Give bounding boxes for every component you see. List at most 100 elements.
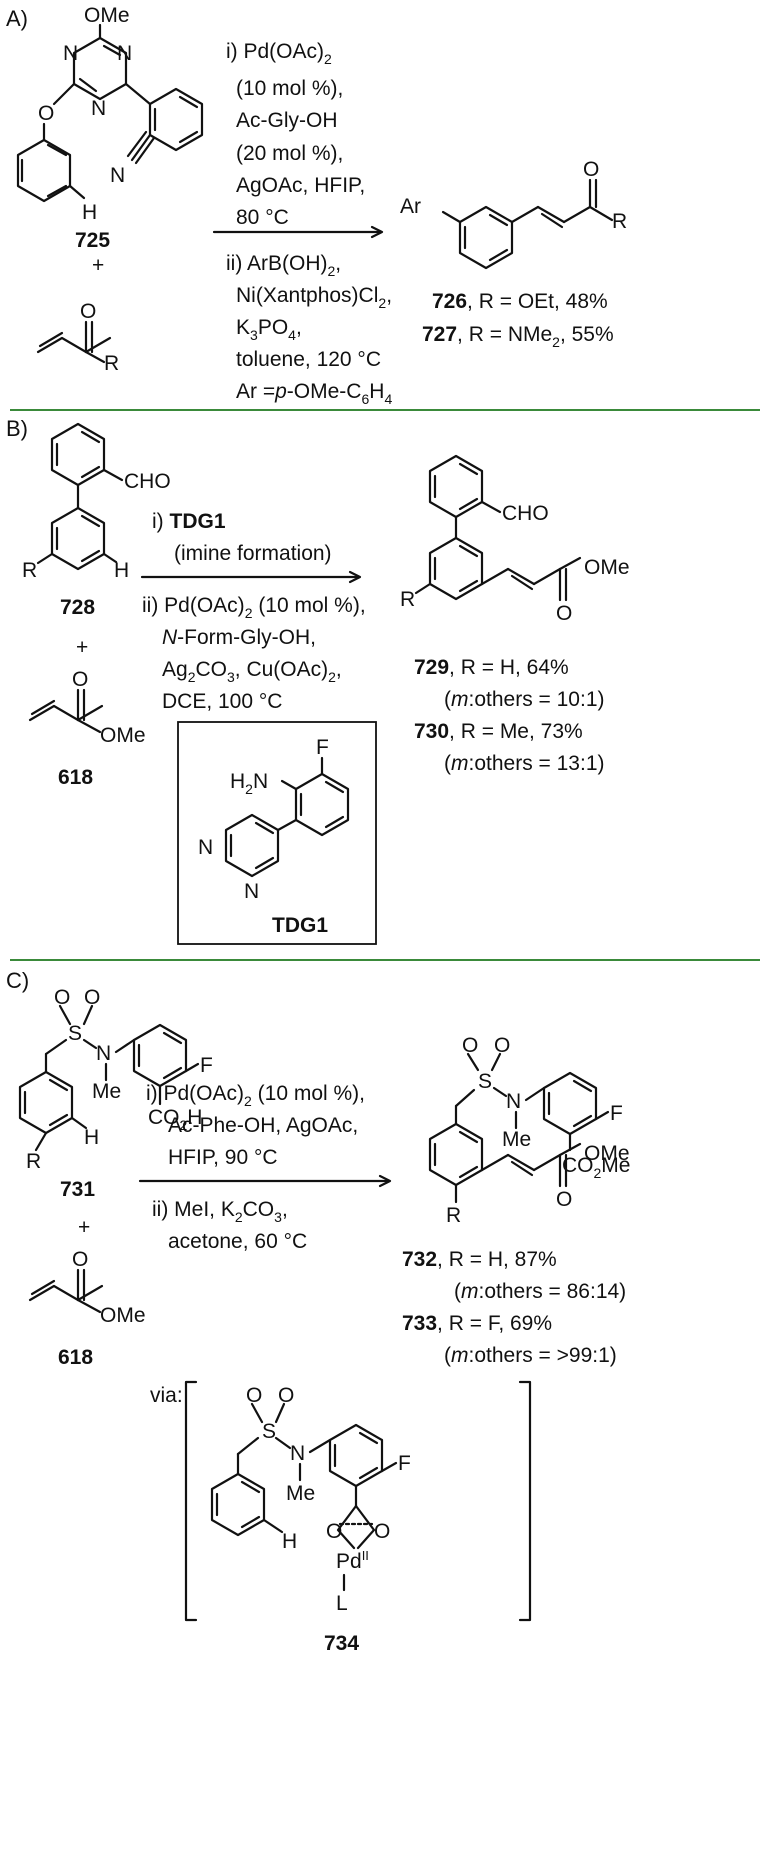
sulfonyl-o-label: O [54, 986, 70, 1009]
carbonyl-o-label: O [72, 1248, 88, 1271]
palladium-label: PdII [336, 1548, 369, 1573]
methyl-label: Me [502, 1128, 531, 1151]
carboxylic-acid-label: CO2H [148, 1106, 202, 1133]
cond-line: HFIP, 90 °C [168, 1146, 278, 1169]
ome-label: OMe [100, 724, 146, 747]
cond-line: i) Pd(OAc)2 (10 mol %), [146, 1082, 365, 1109]
conditions-a: i) Pd(OAc)2 (10 mol %), Ac-Gly-OH (20 mo… [226, 40, 392, 407]
cond-line: acetone, 60 °C [168, 1230, 307, 1253]
cond-line: AgOAc, HFIP, [236, 174, 365, 197]
cond-line: i) Pd(OAc)2 [226, 40, 332, 67]
sulfonyl-o-label: O [84, 986, 100, 1009]
product-729-selectivity: (m:others = 10:1) [444, 688, 605, 711]
r-group-label: R [104, 352, 119, 375]
aldehyde-label: CHO [502, 502, 549, 525]
cond-line: toluene, 120 °C [236, 348, 381, 371]
compound-618-id: 618 [58, 766, 93, 789]
biaryl-structure-728 [36, 422, 124, 571]
nitrogen-label: N [506, 1090, 521, 1113]
cond-line: i) TDG1 [152, 510, 226, 533]
ome-label: OMe [584, 556, 630, 579]
methyl-ester-label: CO2Me [562, 1154, 630, 1181]
aldehyde-label: CHO [124, 470, 171, 493]
intermediate-734-structure [210, 1402, 398, 1592]
sulfur-label: S [68, 1022, 82, 1045]
reaction-arrow-b [140, 570, 362, 584]
product-c-structure [428, 1052, 610, 1204]
cond-line: Ac-Gly-OH [236, 109, 338, 132]
carbonyl-o-label: O [72, 668, 88, 691]
nitrile-n-label: N [110, 164, 125, 187]
pyrimidine-n-label: N [198, 836, 213, 859]
cond-line: 80 °C [236, 206, 289, 229]
via-label: via: [150, 1384, 183, 1407]
acryloyl-structure [36, 320, 112, 364]
product-730-line: 730, R = Me, 73% [414, 720, 583, 743]
cond-line: Ag2CO3, Cu(OAc)2, [162, 658, 342, 685]
r-group-label: R [26, 1150, 41, 1173]
fluorine-label: F [316, 736, 329, 759]
cond-line: N-Form-Gly-OH, [162, 626, 316, 649]
amine-label: H2N [230, 770, 268, 797]
plus-sign: + [76, 636, 88, 659]
pd-oxygen-label: O [326, 1520, 342, 1543]
pd-oxygen-label: O [374, 1520, 390, 1543]
product-726-line: 726, R = OEt, 48% [432, 290, 608, 313]
triazine-n-label: N [117, 42, 132, 65]
compound-725-id: 725 [75, 229, 110, 252]
cond-line: ii) Pd(OAc)2 (10 mol %), [142, 594, 366, 621]
ether-oxygen-label: O [38, 102, 54, 125]
product-b-structure [414, 454, 582, 602]
carbonyl-o-label: O [583, 158, 599, 181]
cond-line: ii) ArB(OH)2, [226, 252, 341, 279]
ligand-label: L [336, 1592, 348, 1615]
plus-sign: + [78, 1216, 90, 1239]
methyl-acrylate-618 [28, 688, 104, 734]
carbonyl-o-label: O [556, 1188, 572, 1211]
sulfonyl-o-label: O [278, 1384, 294, 1407]
cond-line: Ac-Phe-OH, AgOAc, [168, 1114, 358, 1137]
h-atom-label: H [84, 1126, 99, 1149]
product-732-line: 732, R = H, 87% [402, 1248, 557, 1271]
ome-label: OMe [100, 1304, 146, 1327]
h-atom-label: H [82, 201, 97, 224]
cond-line: DCE, 100 °C [162, 690, 282, 713]
product-733-selectivity: (m:others = >99:1) [444, 1344, 617, 1367]
methyl-label: Me [92, 1080, 121, 1103]
sulfur-label: S [478, 1070, 492, 1093]
h-atom-label: H [114, 559, 129, 582]
cond-line: (imine formation) [174, 542, 332, 565]
aryl-label: Ar [400, 195, 421, 218]
intermediate-brackets [184, 1380, 532, 1622]
compound-728-id: 728 [60, 596, 95, 619]
r-group-label: R [22, 559, 37, 582]
sulfonamide-structure-731 [18, 1004, 200, 1152]
cond-line: (10 mol %), [236, 77, 343, 100]
benzonitrile-ring [126, 87, 204, 165]
reaction-arrow-c [138, 1174, 392, 1188]
panel-a-label: A) [6, 6, 28, 31]
cond-line: Ar =p-OMe-C6H4 [236, 380, 392, 407]
tdg1-structure [224, 756, 350, 878]
phenoxy-ring [16, 122, 86, 203]
sulfur-label: S [262, 1420, 276, 1443]
sulfonyl-o-label: O [494, 1034, 510, 1057]
plus-sign: + [92, 254, 104, 277]
ome-label: OMe [584, 1142, 630, 1165]
r-group-label: R [400, 588, 415, 611]
product-727-line: 727, R = NMe2, 55% [422, 323, 614, 350]
compound-618-id: 618 [58, 1346, 93, 1369]
tdg1-box [177, 721, 377, 945]
panel-c-label: C) [6, 968, 29, 993]
panel-b-label: B) [6, 416, 28, 441]
triazine-n-label: N [63, 42, 78, 65]
cond-line: K3PO4, [236, 316, 302, 343]
methyl-label: Me [286, 1482, 315, 1505]
r-group-label: R [446, 1204, 461, 1227]
product-733-line: 733, R = F, 69% [402, 1312, 552, 1335]
carbonyl-o-label: O [556, 602, 572, 625]
nitrogen-label: N [96, 1042, 111, 1065]
sulfonyl-o-label: O [246, 1384, 262, 1407]
cond-line: ii) MeI, K2CO3, [152, 1198, 288, 1225]
